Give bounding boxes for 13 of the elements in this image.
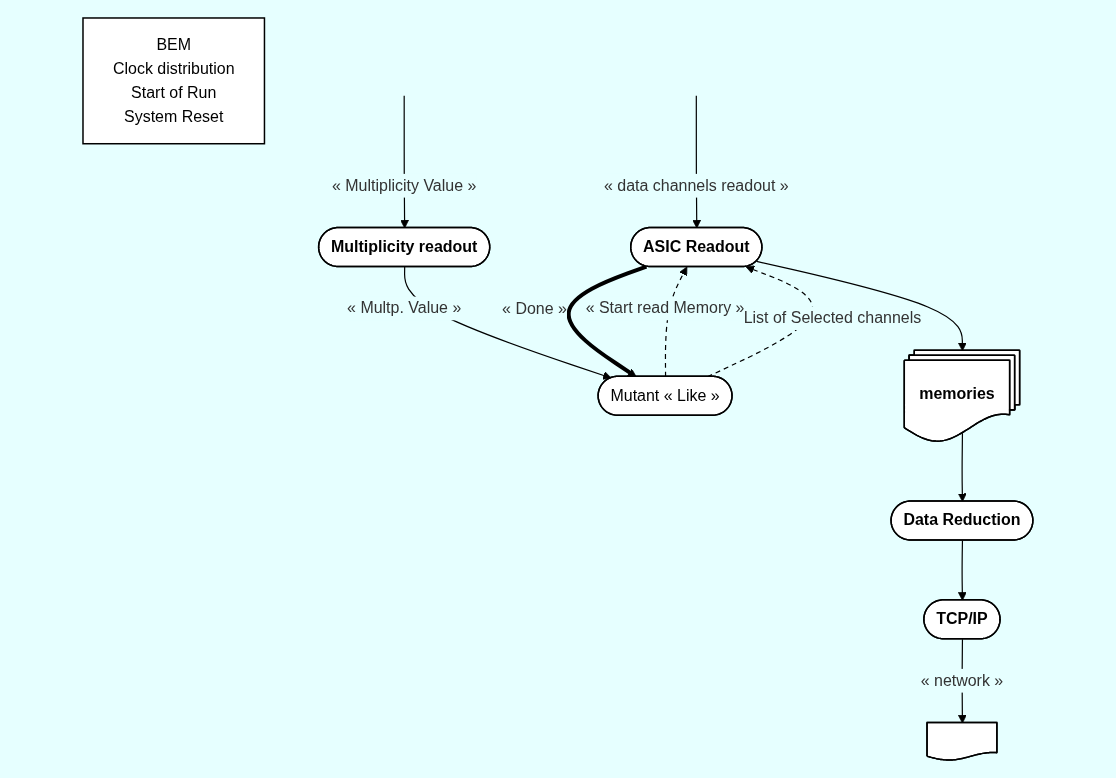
edge-label: « Multp. Value » bbox=[347, 299, 462, 317]
edge-label: « Multiplicity Value » bbox=[332, 176, 477, 194]
edge-label: « Done » bbox=[502, 300, 567, 318]
edge-label: « network » bbox=[920, 671, 1004, 689]
edge-label: « Start read Memory » bbox=[585, 299, 745, 317]
arrow bbox=[958, 539, 967, 601]
arrow bbox=[566, 264, 648, 378]
edge-label: « data channels readout » bbox=[604, 176, 789, 194]
edge-label: List of Selected channels bbox=[743, 309, 922, 327]
arrow bbox=[404, 266, 612, 380]
node-box: BEM Clock distribution Start of Run System Reset bbox=[82, 17, 266, 145]
arrow bbox=[664, 266, 688, 378]
arrow bbox=[707, 265, 814, 378]
